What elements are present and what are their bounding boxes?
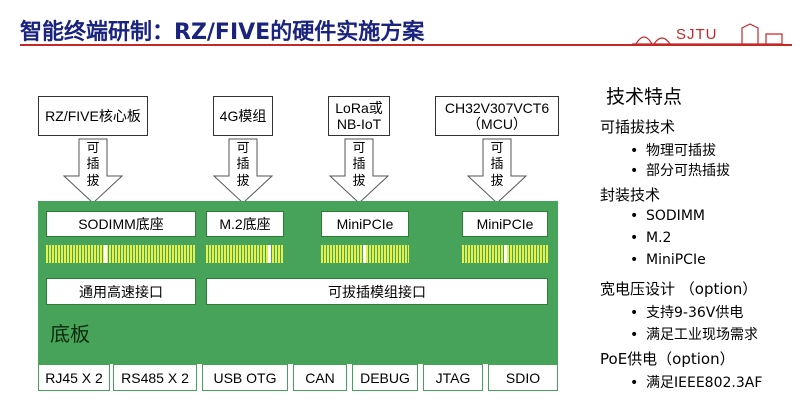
module-mcu: CH32V307VCT6 （MCU） (435, 96, 559, 136)
module-lora-nbiot: LoRa或 NB-IoT (328, 96, 390, 136)
module-4g: 4G模组 (213, 96, 273, 136)
baseboard-label: 底板 (50, 322, 90, 346)
slot-minipcie-1: MiniPCIe (321, 211, 409, 237)
interface-pluggable: 可拔插模组接口 (206, 278, 548, 305)
feature-item-text: M.2 (646, 230, 672, 246)
bullet-icon: • (630, 327, 639, 343)
port-debug: DEBUG (352, 364, 418, 391)
slot-minipcie-2: MiniPCIe (462, 211, 548, 237)
pins-m2 (206, 245, 284, 263)
port-rs485: RS485 X 2 (113, 364, 197, 391)
port-rj45: RJ45 X 2 (38, 364, 110, 391)
title-divider (20, 44, 792, 46)
feature-item-text: SODIMM (646, 208, 705, 224)
slot-m2: M.2底座 (206, 211, 284, 237)
bullet-icon: • (630, 143, 639, 159)
feature-item-text: 支持9-36V供电 (646, 305, 744, 321)
feature-item: • 物理可插拔 (630, 140, 716, 160)
feature-item: • 满足工业现场需求 (630, 324, 758, 344)
feature-item-text: 部分可热插拔 (646, 163, 730, 179)
feature-item-text: 满足IEEE802.3AF (646, 375, 763, 391)
feature-item: • 支持9-36V供电 (630, 302, 743, 322)
feature-item: • 部分可热插拔 (630, 160, 730, 180)
port-usb-otg: USB OTG (202, 364, 288, 391)
pins-sodimm (46, 245, 196, 263)
module-core-board: RZ/FIVE核心板 (38, 96, 148, 136)
bullet-icon: • (630, 163, 639, 179)
plug-arrow-4g-text: 可 插 拔 (236, 141, 250, 189)
feature-heading: 可插拔技术 (600, 118, 676, 136)
feature-item: • SODIMM (630, 208, 705, 224)
bullet-icon: • (630, 208, 639, 224)
plug-arrow-lora-icon (329, 138, 389, 204)
bullet-icon: • (630, 305, 639, 321)
feature-item-text: MiniPCIe (646, 252, 706, 268)
page-title: 智能终端研制：RZ/FIVE的硬件实施方案 (20, 20, 425, 45)
bullet-icon: • (630, 375, 639, 391)
bullet-icon: • (630, 252, 639, 268)
sjtu-logo-icon (632, 23, 783, 45)
plug-arrow-core-text: 可 插 拔 (86, 141, 100, 189)
plug-arrow-lora-text: 可 插 拔 (352, 141, 366, 189)
plug-arrow-4g-icon (213, 138, 273, 204)
feature-heading: PoE供电（option） (600, 350, 735, 368)
interface-high-speed: 通用高速接口 (46, 278, 196, 305)
feature-item-text: 满足工业现场需求 (646, 327, 758, 343)
plug-arrow-mcu-text: 可 插 拔 (490, 141, 504, 189)
port-can: CAN (293, 364, 347, 391)
pins-minipcie-1 (321, 245, 409, 263)
feature-heading: 封装技术 (600, 186, 661, 204)
plug-arrow-mcu-icon (467, 138, 527, 204)
feature-item: • MiniPCIe (630, 252, 706, 268)
slot-sodimm: SODIMM底座 (46, 211, 196, 237)
port-jtag: JTAG (423, 364, 483, 391)
port-sdio: SDIO (488, 364, 558, 391)
logo-text: SJTU (676, 26, 718, 43)
feature-item: • M.2 (630, 230, 671, 246)
pins-key (504, 245, 507, 263)
plug-arrow-core-icon (63, 138, 123, 204)
feature-item: • 满足IEEE802.3AF (630, 372, 762, 392)
features-title: 技术特点 (606, 86, 683, 108)
pins-key (268, 245, 271, 263)
pins-key (104, 245, 107, 263)
pins-key (363, 245, 366, 263)
pins-minipcie-2 (462, 245, 548, 263)
feature-heading: 宽电压设计 （option） (600, 280, 758, 298)
bullet-icon: • (630, 230, 639, 246)
feature-item-text: 物理可插拔 (646, 143, 716, 159)
